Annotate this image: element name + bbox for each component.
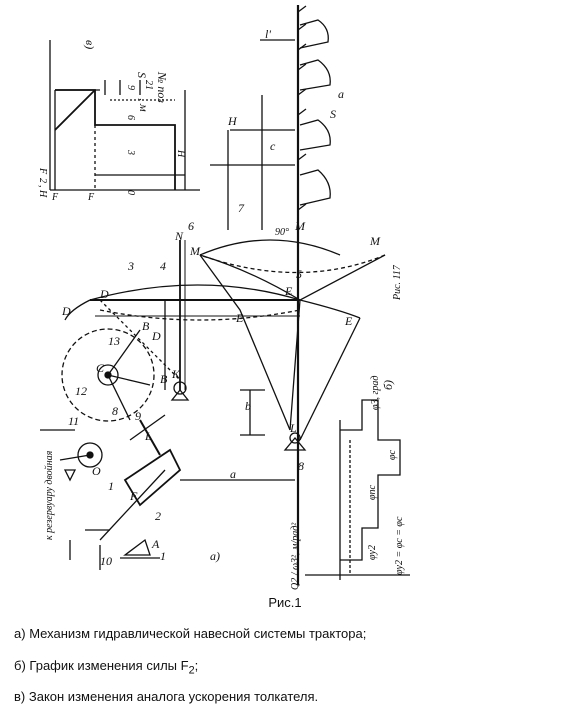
- guide-rail: [296, 5, 331, 585]
- svg-text:Рис. 117: Рис. 117: [392, 264, 403, 301]
- caption-item-b-suffix: ;: [194, 658, 199, 673]
- svg-text:б): б): [381, 380, 395, 390]
- caption-item-c-text: Закон изменения аналога ускорения толкат…: [28, 689, 319, 704]
- caption-item-b-prefix: б): [14, 658, 26, 673]
- svg-text:S: S: [330, 107, 336, 121]
- svg-text:M: M: [294, 219, 306, 233]
- svg-text:а): а): [210, 549, 220, 563]
- svg-text:F: F: [51, 192, 59, 203]
- svg-text:3: 3: [127, 259, 134, 273]
- svg-text:Q2 / ω3², м/рад²: Q2 / ω3², м/рад²: [290, 522, 301, 590]
- svg-text:b: b: [245, 399, 251, 413]
- svg-text:8: 8: [298, 459, 304, 473]
- caption-item-b: б) График изменения силы F2;: [14, 658, 570, 677]
- svg-text:O: O: [92, 464, 101, 478]
- svg-text:N: N: [174, 229, 184, 243]
- svg-text:L: L: [289, 421, 297, 435]
- svg-text:8: 8: [112, 404, 118, 418]
- svg-text:7: 7: [238, 201, 245, 215]
- svg-text:2: 2: [37, 178, 48, 183]
- mechanism-drawing: в) S 21 , м № поз F 2 , H F F 0 3 6 9 H …: [37, 5, 410, 591]
- accel-chart: [305, 399, 410, 580]
- svg-text:21: 21: [143, 80, 154, 90]
- svg-text:0: 0: [125, 190, 136, 195]
- svg-text:S: S: [135, 72, 149, 78]
- svg-text:H: H: [175, 149, 186, 158]
- svg-text:K: K: [171, 367, 181, 381]
- svg-text:c: c: [270, 139, 276, 153]
- svg-text:к резервуару двойная: к резервуару двойная: [44, 450, 55, 540]
- svg-text:4: 4: [160, 259, 166, 273]
- svg-text:φу2 = φс = φс: φу2 = φс = φс: [394, 516, 405, 575]
- svg-text:a: a: [338, 87, 344, 101]
- svg-text:F: F: [129, 489, 138, 503]
- svg-text:φ3, град: φ3, град: [370, 376, 381, 411]
- svg-text:φс: φс: [387, 449, 398, 460]
- caption-item-a-prefix: а): [14, 626, 26, 641]
- svg-text:D: D: [151, 329, 161, 343]
- svg-text:E: E: [344, 314, 353, 328]
- accel-chart-labels: б) φ3, град φу2 = φс = φс Q2 / ω3², м/ра…: [290, 376, 405, 591]
- svg-text:D: D: [99, 287, 109, 301]
- caption-item-c-prefix: в): [14, 689, 26, 704]
- svg-text:, H: , H: [37, 185, 48, 198]
- svg-text:E: E: [284, 284, 293, 298]
- svg-text:6: 6: [188, 219, 194, 233]
- svg-text:12: 12: [75, 384, 87, 398]
- svg-text:№ поз: № поз: [155, 71, 169, 103]
- svg-text:9: 9: [135, 409, 141, 423]
- mechanism-labels: N 6 7 M 90° c H l' a S M M D D 3 4 E 5 E…: [44, 27, 403, 568]
- svg-text:5: 5: [296, 267, 302, 281]
- svg-text:C: C: [96, 361, 105, 375]
- svg-text:1: 1: [108, 479, 114, 493]
- mechanism: [40, 239, 386, 570]
- svg-text:B: B: [160, 372, 168, 386]
- svg-text:1: 1: [160, 549, 166, 563]
- svg-text:90°: 90°: [275, 227, 289, 238]
- dimension-lines: [210, 39, 295, 230]
- svg-text:M: M: [369, 234, 381, 248]
- svg-text:в): в): [83, 40, 97, 49]
- caption-item-a: а) Механизм гидравлической навесной сист…: [14, 626, 570, 641]
- svg-text:M: M: [189, 244, 201, 258]
- svg-text:9: 9: [125, 85, 136, 90]
- svg-text:φпс: φпс: [367, 484, 378, 500]
- svg-text:L: L: [144, 429, 152, 443]
- caption-item-b-text: График изменения силы F: [29, 658, 189, 673]
- svg-text:F: F: [37, 167, 48, 175]
- figure-caption-title: Рис.1: [268, 595, 302, 610]
- force-chart: [49, 40, 200, 191]
- caption-item-c: в) Закон изменения аналога ускорения тол…: [14, 689, 570, 704]
- svg-text:13: 13: [108, 334, 120, 348]
- caption-item-a-text: Механизм гидравлической навесной системы…: [29, 626, 367, 641]
- svg-text:10: 10: [100, 554, 112, 568]
- caption-item-b-sub: 2: [188, 664, 195, 677]
- svg-text:6: 6: [125, 115, 136, 120]
- svg-text:A: A: [151, 537, 160, 551]
- svg-text:B: B: [142, 319, 150, 333]
- svg-text:H: H: [227, 114, 238, 128]
- svg-text:l': l': [265, 27, 271, 41]
- svg-text:, м: , м: [137, 98, 151, 112]
- svg-text:2: 2: [155, 509, 161, 523]
- svg-text:E: E: [235, 311, 244, 325]
- svg-text:D: D: [61, 304, 71, 318]
- svg-text:11: 11: [68, 414, 79, 428]
- svg-text:φу2: φу2: [367, 545, 378, 560]
- svg-text:3: 3: [125, 149, 136, 155]
- svg-text:F: F: [87, 192, 95, 203]
- force-chart-labels: в) S 21 , м № поз F 2 , H F F 0 3 6 9 H: [37, 40, 186, 203]
- svg-text:a: a: [230, 467, 236, 481]
